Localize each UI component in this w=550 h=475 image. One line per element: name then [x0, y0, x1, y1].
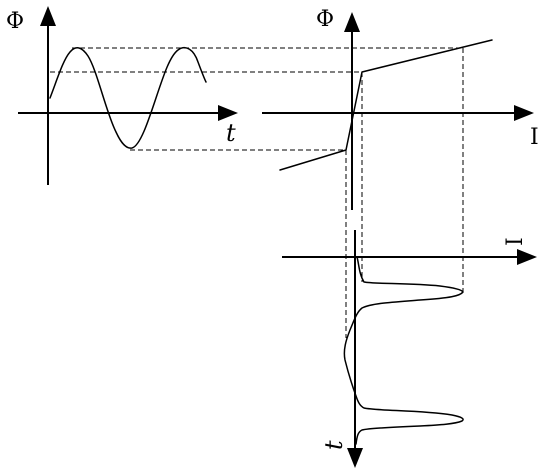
- flux-current-x-arrow: [514, 105, 534, 121]
- flux-time-y-arrow: [40, 6, 56, 26]
- current-time-t-label: t: [320, 440, 348, 450]
- projection-lines: [50, 47, 464, 338]
- flux-time-x-arrow: [218, 105, 238, 121]
- flux-time-graph: Φ t: [6, 6, 238, 185]
- magnetization-curve: [279, 39, 493, 171]
- current-waveform: [343, 256, 464, 445]
- current-time-x-label: I: [503, 237, 528, 246]
- flux-time-y-label: Φ: [6, 9, 24, 34]
- current-time-x-arrow: [517, 249, 537, 265]
- flux-current-y-label: Φ: [316, 7, 334, 32]
- flux-current-graph: Φ I: [262, 7, 539, 210]
- current-time-t-arrow: [347, 448, 363, 468]
- flux-time-x-label: t: [226, 119, 236, 147]
- current-time-graph: I t: [282, 230, 537, 468]
- flux-current-x-label: I: [530, 125, 539, 150]
- flux-sine-curve: [49, 46, 207, 149]
- flux-current-y-arrow: [344, 12, 360, 32]
